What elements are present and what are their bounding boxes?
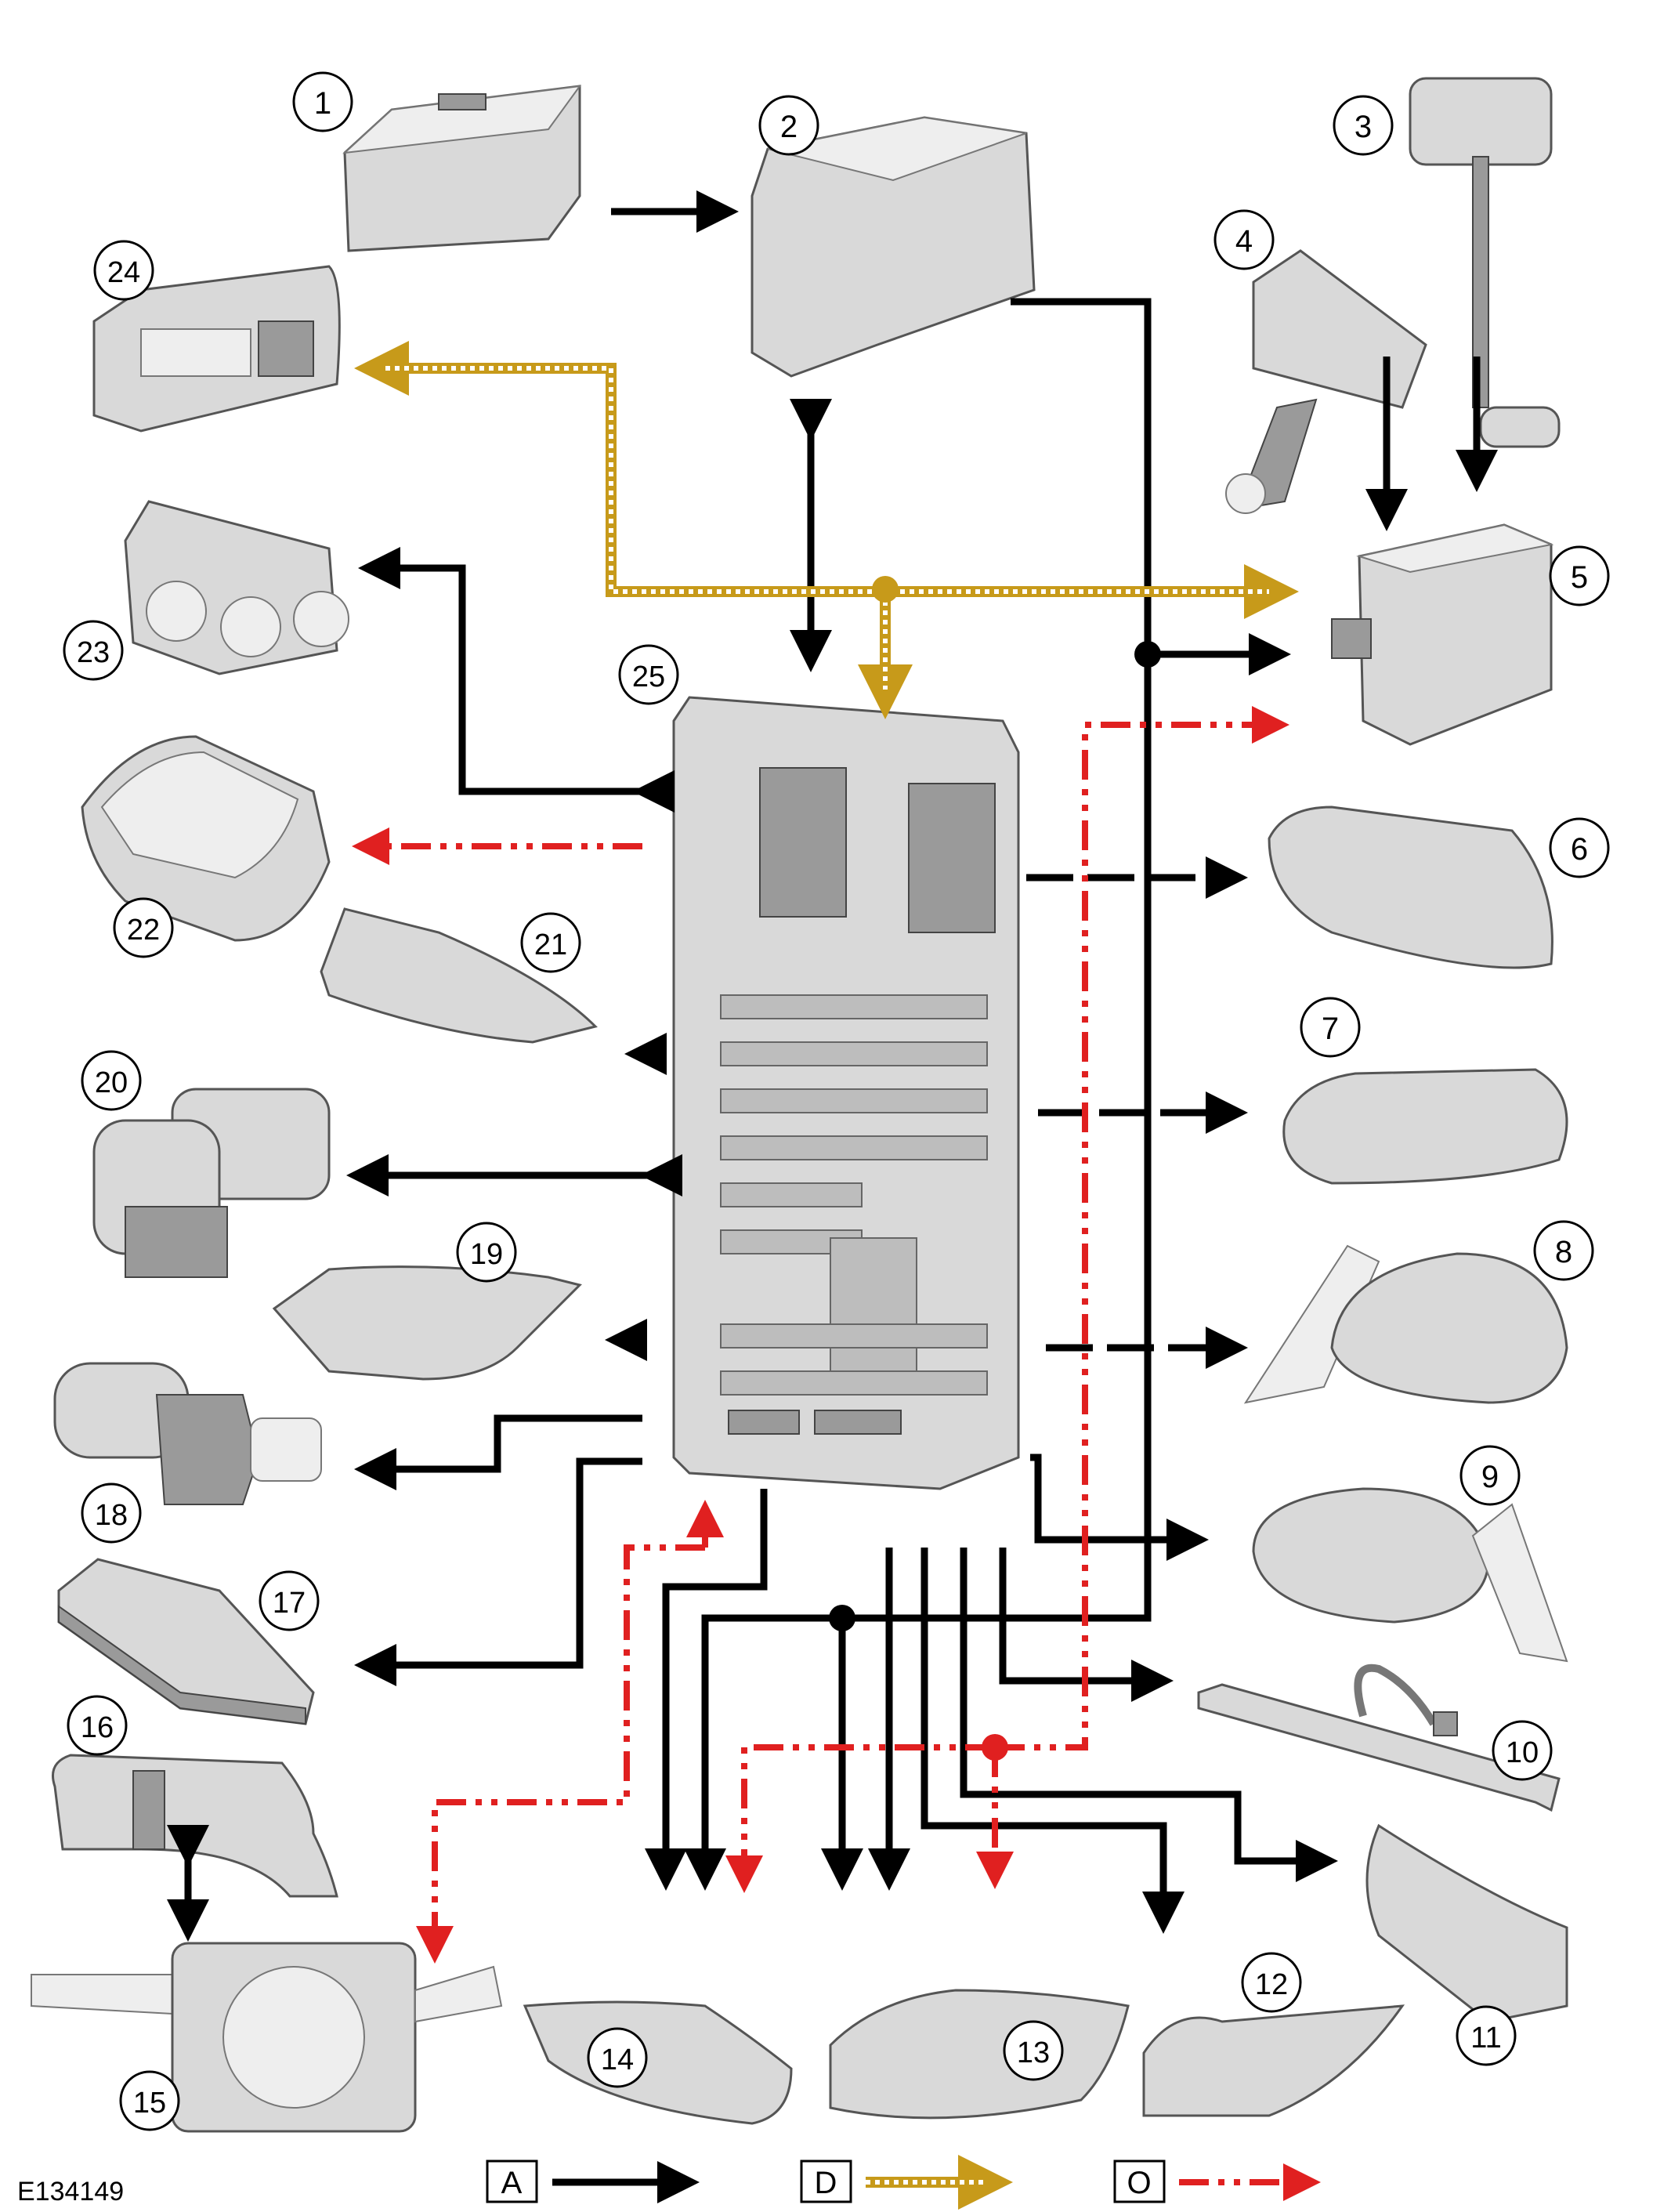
callouts: 1 2 3 4 5 6 7 8 9 10 11 12 13 14 15 16 1…	[63, 71, 1610, 2131]
svg-text:3: 3	[1355, 110, 1372, 144]
stop-lamp-part	[1197, 1664, 1561, 1812]
exterior-mirror-left-part	[1243, 1244, 1568, 1404]
climate-panel-part	[124, 500, 349, 675]
svg-text:7: 7	[1322, 1012, 1339, 1046]
junction-node-d	[872, 576, 899, 603]
sensor-19-part	[272, 1265, 582, 1381]
door-handle-1-part	[1268, 806, 1553, 969]
callout-6: 6	[1549, 817, 1610, 878]
switch-pack-part	[57, 1558, 315, 1725]
callout-3: 3	[1333, 95, 1394, 156]
sensor-21-part	[320, 907, 598, 1044]
callout-24: 24	[93, 240, 154, 301]
callout-11: 11	[1456, 2005, 1517, 2066]
svg-text:23: 23	[77, 636, 110, 669]
wire-group-d	[354, 341, 1299, 719]
callout-8: 8	[1533, 1220, 1594, 1281]
figure-reference: E134149	[17, 2177, 124, 2207]
svg-text:9: 9	[1481, 1460, 1499, 1494]
pressure-switch-part	[53, 1362, 322, 1505]
svg-text:O: O	[1127, 2166, 1151, 2200]
callout-12: 12	[1241, 1952, 1302, 2013]
svg-text:12: 12	[1255, 1968, 1288, 2001]
svg-text:5: 5	[1571, 560, 1588, 595]
steering-column-switch-part	[31, 1942, 503, 2133]
headlamp-right-part	[829, 1989, 1130, 2120]
callout-2: 2	[758, 95, 819, 156]
svg-text:E134149: E134149	[17, 2177, 124, 2207]
svg-text:13: 13	[1017, 2036, 1050, 2069]
svg-text:22: 22	[127, 914, 160, 947]
callout-19: 19	[456, 1222, 517, 1283]
tail-lamp-part	[1365, 1823, 1568, 2023]
junction-node-a1	[1134, 641, 1161, 668]
callout-9: 9	[1459, 1445, 1521, 1506]
callout-17: 17	[259, 1570, 320, 1631]
svg-text:21: 21	[534, 929, 567, 961]
legend-item-d: D	[800, 2155, 1013, 2210]
svg-text:10: 10	[1506, 1736, 1539, 1769]
callout-21: 21	[520, 912, 581, 973]
rear-lamp-part	[1142, 2004, 1405, 2117]
callout-1: 1	[292, 71, 353, 132]
callout-16: 16	[67, 1695, 128, 1756]
svg-text:1: 1	[314, 86, 331, 121]
callout-14: 14	[587, 2027, 648, 2088]
callout-15: 15	[119, 2070, 180, 2131]
callout-5: 5	[1549, 545, 1610, 606]
callout-20: 20	[81, 1050, 142, 1111]
callout-23: 23	[63, 620, 124, 681]
exterior-mirror-right-part	[1252, 1487, 1568, 1663]
junction-node-a2	[829, 1605, 855, 1631]
svg-text:20: 20	[95, 1066, 128, 1099]
junction-node-o	[982, 1734, 1008, 1761]
callout-25: 25	[618, 644, 679, 705]
power-distribution-box-part	[751, 116, 1036, 378]
svg-text:4: 4	[1235, 224, 1253, 259]
callout-13: 13	[1003, 2020, 1064, 2081]
battery-part	[342, 85, 582, 252]
headlamp-left-part	[523, 2000, 793, 2125]
wire-group-o	[352, 706, 1289, 1964]
central-junction-box-part	[672, 696, 1020, 1490]
legend-item-o: O	[1113, 2160, 1321, 2203]
svg-text:A: A	[501, 2166, 523, 2200]
switch-panel-24-part	[92, 265, 341, 433]
height-sensor-front-part	[1225, 249, 1427, 514]
wire-group-a	[167, 190, 1498, 1942]
svg-text:16: 16	[81, 1711, 114, 1744]
sensor-module-22-part	[81, 735, 331, 942]
svg-text:24: 24	[107, 256, 140, 289]
svg-text:18: 18	[95, 1499, 128, 1532]
svg-text:6: 6	[1571, 832, 1588, 867]
svg-text:14: 14	[601, 2044, 634, 2076]
legend-item-a: A	[486, 2160, 700, 2203]
callout-22: 22	[113, 897, 174, 958]
svg-text:19: 19	[470, 1238, 503, 1271]
legend: A D O	[486, 2155, 1321, 2210]
svg-text:2: 2	[780, 110, 798, 144]
callout-10: 10	[1492, 1720, 1553, 1781]
height-sensor-rear-part	[1409, 77, 1561, 448]
callout-7: 7	[1300, 997, 1361, 1058]
svg-text:D: D	[815, 2166, 837, 2200]
control-module-part	[1331, 523, 1554, 746]
callout-4: 4	[1213, 209, 1275, 270]
callout-18: 18	[81, 1483, 142, 1544]
svg-text:25: 25	[632, 661, 665, 693]
ignition-switch-part	[92, 1088, 331, 1278]
svg-text:17: 17	[273, 1587, 306, 1620]
light-stalk-part	[52, 1754, 338, 1898]
svg-text:11: 11	[1470, 2022, 1501, 2055]
svg-text:8: 8	[1555, 1235, 1572, 1269]
door-handle-2-part	[1282, 1068, 1568, 1185]
svg-text:15: 15	[133, 2087, 166, 2120]
